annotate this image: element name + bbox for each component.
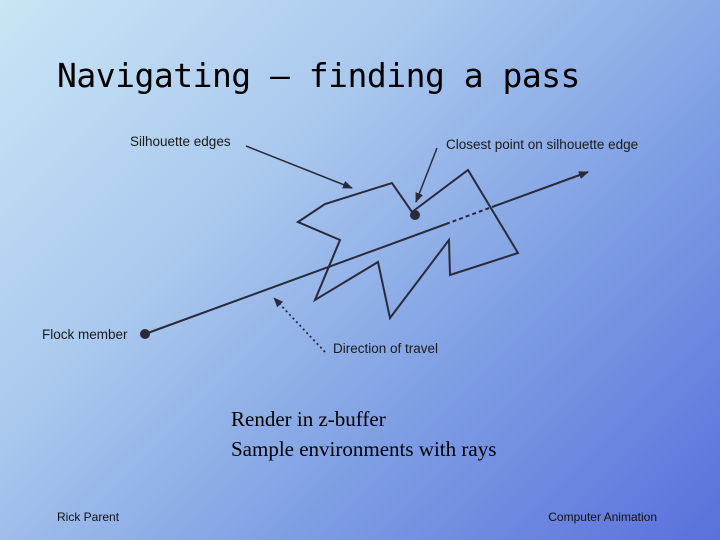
flock-member-dot — [140, 329, 150, 339]
footer-author: Rick Parent — [57, 510, 120, 524]
body-text: Render in z-buffer Sample environments w… — [231, 404, 496, 464]
obstacle-polygon — [295, 168, 520, 321]
label-direction-of-travel: Direction of travel — [333, 341, 438, 356]
direction-of-travel-arrow — [273, 297, 326, 353]
label-flock-member: Flock member — [42, 327, 128, 342]
slide-title: Navigating – finding a pass — [57, 56, 580, 95]
closest-point-arrow — [415, 147, 438, 203]
label-silhouette-edges: Silhouette edges — [130, 134, 231, 149]
closest-point-dot — [410, 210, 420, 220]
flock-ray — [144, 223, 447, 335]
silhouette-edges-arrow — [245, 145, 353, 189]
label-closest-point: Closest point on silhouette edge — [446, 137, 638, 152]
body-line-2: Sample environments with rays — [231, 437, 497, 461]
footer-course: Computer Animation — [548, 510, 657, 524]
flock-ray-hidden-segment — [445, 206, 493, 225]
flock-ray-continuation — [491, 171, 589, 208]
body-line-1: Render in z-buffer — [231, 407, 386, 431]
